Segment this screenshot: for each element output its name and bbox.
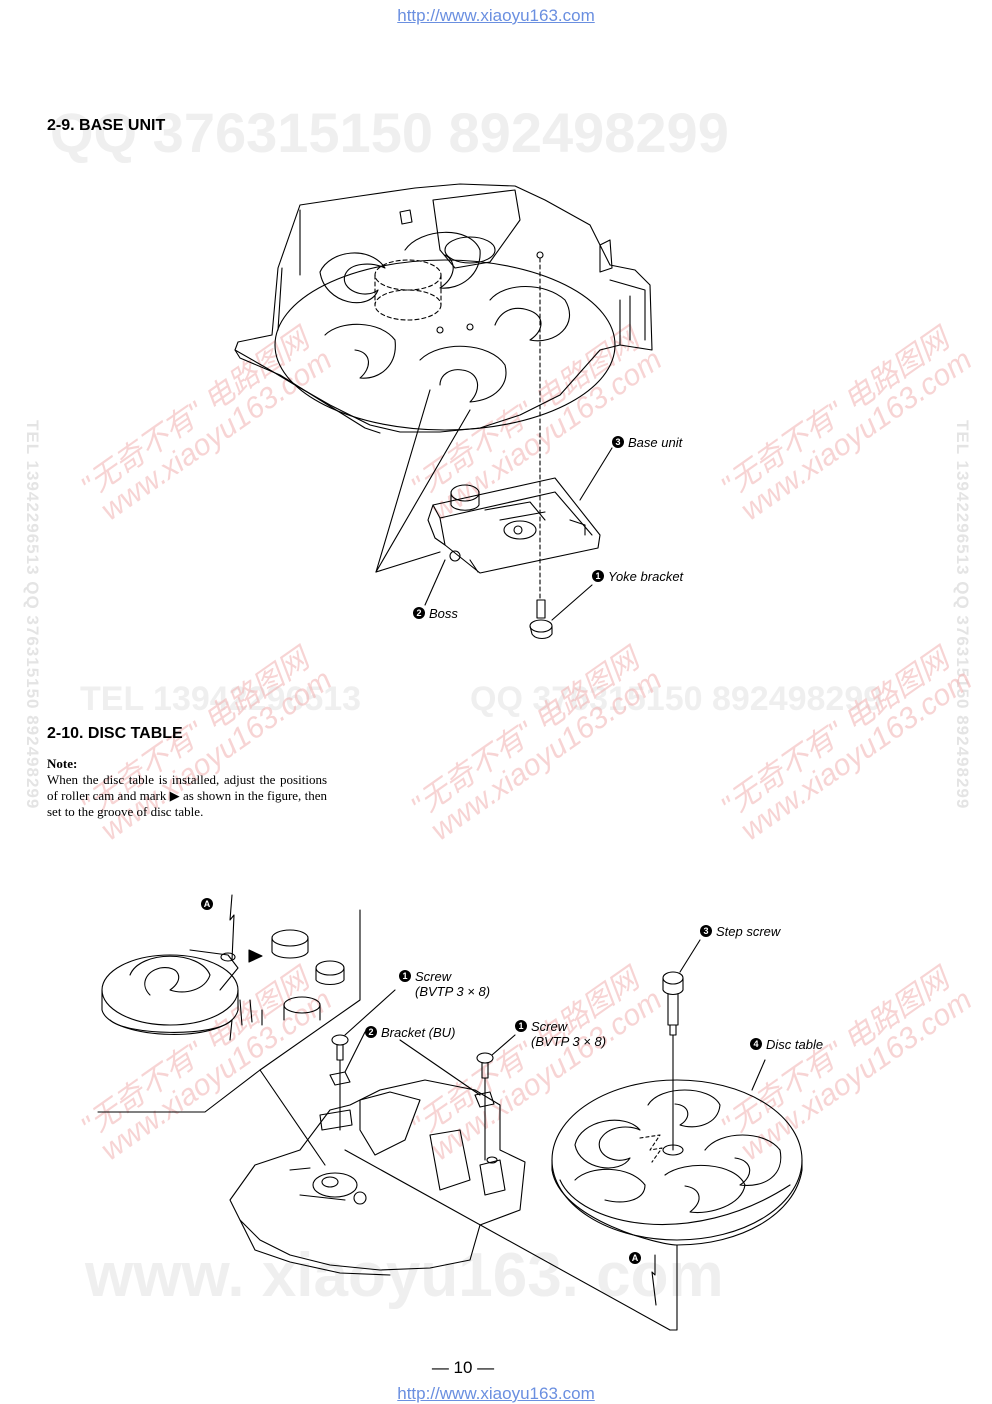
label-text: Step screw — [716, 924, 781, 939]
note-body: When the disc table is installed, adjust… — [47, 772, 327, 819]
footer-url[interactable]: http://www.xiaoyu163.com — [397, 1384, 595, 1403]
label-text: Yoke bracket — [608, 569, 684, 584]
label-text: Bracket (BU) — [381, 1025, 456, 1040]
screws-and-brackets — [329, 989, 516, 1161]
step-screw-part — [662, 939, 701, 1151]
label-step-screw: 3 Step screw — [700, 924, 780, 939]
page-number: — 10 — — [431, 1358, 495, 1377]
label-text: Screw — [531, 1019, 568, 1034]
section-title-base-unit: 2-9. BASE UNIT — [47, 117, 166, 134]
label-yoke-bracket: 1 Yoke bracket — [592, 569, 683, 584]
label-text: Disc table — [766, 1037, 824, 1052]
marker-a-top: A — [201, 897, 213, 910]
label-text-group: Screw (BVTP 3 × 8) — [531, 1019, 606, 1049]
callout-number: 3 — [700, 925, 712, 937]
yoke-bracket-screw — [529, 599, 553, 640]
callout-number: 1 — [399, 970, 411, 982]
disc-pockets — [319, 189, 571, 601]
label-text: Boss — [429, 606, 458, 621]
callout-letter: A — [629, 1252, 641, 1264]
label-boss: 2 Boss — [413, 606, 458, 621]
watermark-qq-top: QQ 376315150 892498299 — [50, 101, 729, 164]
detail-a-inset — [97, 894, 361, 1113]
label-subtext: (BVTP 3 × 8) — [415, 984, 491, 999]
section-title-disc-table: 2-10. DISC TABLE — [47, 725, 183, 742]
cd-mechanism-lower — [229, 1079, 526, 1276]
marker-a-bottom: A — [629, 1251, 641, 1264]
callout-number: 3 — [612, 436, 624, 448]
callout-number: 4 — [750, 1038, 762, 1050]
inset-leader-line — [259, 1069, 326, 1166]
note-title: Note: — [47, 756, 78, 771]
callout-number: 2 — [365, 1026, 377, 1038]
section2-guide-lines — [344, 1149, 678, 1331]
label-screw-1: 1 Screw (BVTP 3 × 8) — [399, 969, 490, 999]
callout-letter: A — [201, 898, 213, 910]
section1-leader-lines — [375, 389, 613, 621]
label-disc-table: 4 Disc table — [750, 1037, 823, 1052]
watermark-tel-mid: TEL 13942296513 — [80, 680, 362, 718]
label-base-unit: 3 Base unit — [612, 435, 682, 450]
label-text: Base unit — [628, 435, 683, 450]
header-url[interactable]: http://www.xiaoyu163.com — [397, 6, 595, 25]
callout-number: 1 — [592, 570, 604, 582]
callout-number: 2 — [413, 607, 425, 619]
label-text: Screw — [415, 969, 452, 984]
callout-number: 1 — [515, 1020, 527, 1032]
label-subtext: (BVTP 3 × 8) — [531, 1034, 607, 1049]
disc-table-part — [551, 1059, 803, 1246]
base-unit-part — [427, 477, 601, 574]
label-text-group: Screw (BVTP 3 × 8) — [415, 969, 490, 999]
watermark-qq-mid: QQ 376315150 892498299 — [470, 680, 883, 718]
label-bracket-bu: 2 Bracket (BU) — [365, 1025, 455, 1040]
cd-mechanism-chassis — [234, 183, 653, 434]
watermark-url-bottom: www. xiaoyu163. com — [85, 1241, 724, 1310]
label-screw-2: 1 Screw (BVTP 3 × 8) — [515, 1019, 606, 1049]
